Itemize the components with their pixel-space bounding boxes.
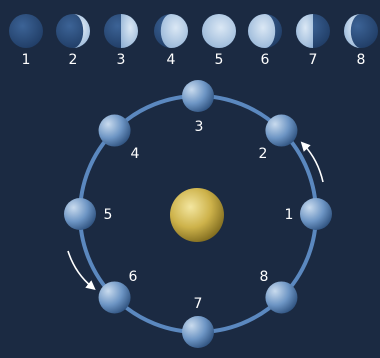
- moon-lit-part: [296, 14, 313, 48]
- moon-dark-disc: [344, 14, 378, 48]
- strip-label: 7: [309, 52, 318, 68]
- strip-moon-8: 8: [344, 14, 378, 68]
- moon-lit-disc: [202, 14, 236, 48]
- orbit-moons: 1 2 3 4 5 6 7 8: [64, 80, 332, 348]
- orbit-label: 2: [259, 146, 268, 162]
- strip-moon-3: 3: [104, 14, 138, 68]
- orbit-moon-7: 7: [182, 296, 214, 348]
- orbit-moon-3: 3: [182, 80, 214, 135]
- orbit-moon-disc: [98, 114, 131, 147]
- strip-moon-6: 6: [248, 14, 282, 68]
- orbit-label: 3: [195, 119, 204, 135]
- moon-lit-part: [160, 14, 188, 48]
- moon-lit-part: [73, 14, 90, 48]
- orbit-label: 1: [285, 207, 294, 223]
- strip-label: 2: [69, 52, 78, 68]
- earth: [170, 188, 224, 242]
- strip-moon-1: 1: [9, 14, 43, 68]
- orbit-moon-disc: [265, 114, 298, 147]
- moon-lit-part: [344, 14, 361, 48]
- strip-moon-4: 4: [154, 14, 188, 68]
- orbit-label: 5: [104, 207, 113, 223]
- orbit-label: 4: [131, 146, 140, 162]
- orbit-label: 8: [260, 269, 269, 285]
- strip-label: 8: [357, 52, 366, 68]
- strip-label: 5: [215, 52, 224, 68]
- strip-label: 1: [22, 52, 31, 68]
- direction-arrow-upper: [300, 141, 324, 183]
- orbit-label: 7: [194, 296, 203, 312]
- orbit-moon-4: 4: [98, 114, 140, 162]
- phase-strip: 1 2 3 4 5 6 7 8: [9, 14, 378, 68]
- orbit-moon-disc: [265, 281, 298, 314]
- moon-lit-part: [121, 14, 138, 48]
- strip-label: 3: [117, 52, 126, 68]
- moon-dark-disc: [9, 14, 43, 48]
- orbit-moon-disc: [182, 80, 214, 112]
- orbit-moon-disc: [64, 198, 96, 230]
- moon-lit-part: [248, 14, 276, 48]
- orbit-moon-disc: [98, 281, 131, 314]
- strip-label: 6: [261, 52, 270, 68]
- orbit-label: 6: [129, 269, 138, 285]
- orbit-moon-8: 8: [260, 269, 298, 314]
- strip-moon-7: 7: [296, 14, 330, 68]
- orbit-moon-disc: [300, 198, 332, 230]
- strip-moon-2: 2: [56, 14, 90, 68]
- orbit-moon-1: 1: [285, 198, 332, 230]
- strip-label: 4: [167, 52, 176, 68]
- orbit-moon-disc: [182, 316, 214, 348]
- orbit-moon-5: 5: [64, 198, 112, 230]
- moon-dark-disc: [56, 14, 90, 48]
- strip-moon-5: 5: [202, 14, 236, 68]
- direction-arrow-lower: [67, 250, 96, 291]
- orbit-moon-6: 6: [98, 269, 138, 314]
- orbit-moon-2: 2: [259, 114, 298, 162]
